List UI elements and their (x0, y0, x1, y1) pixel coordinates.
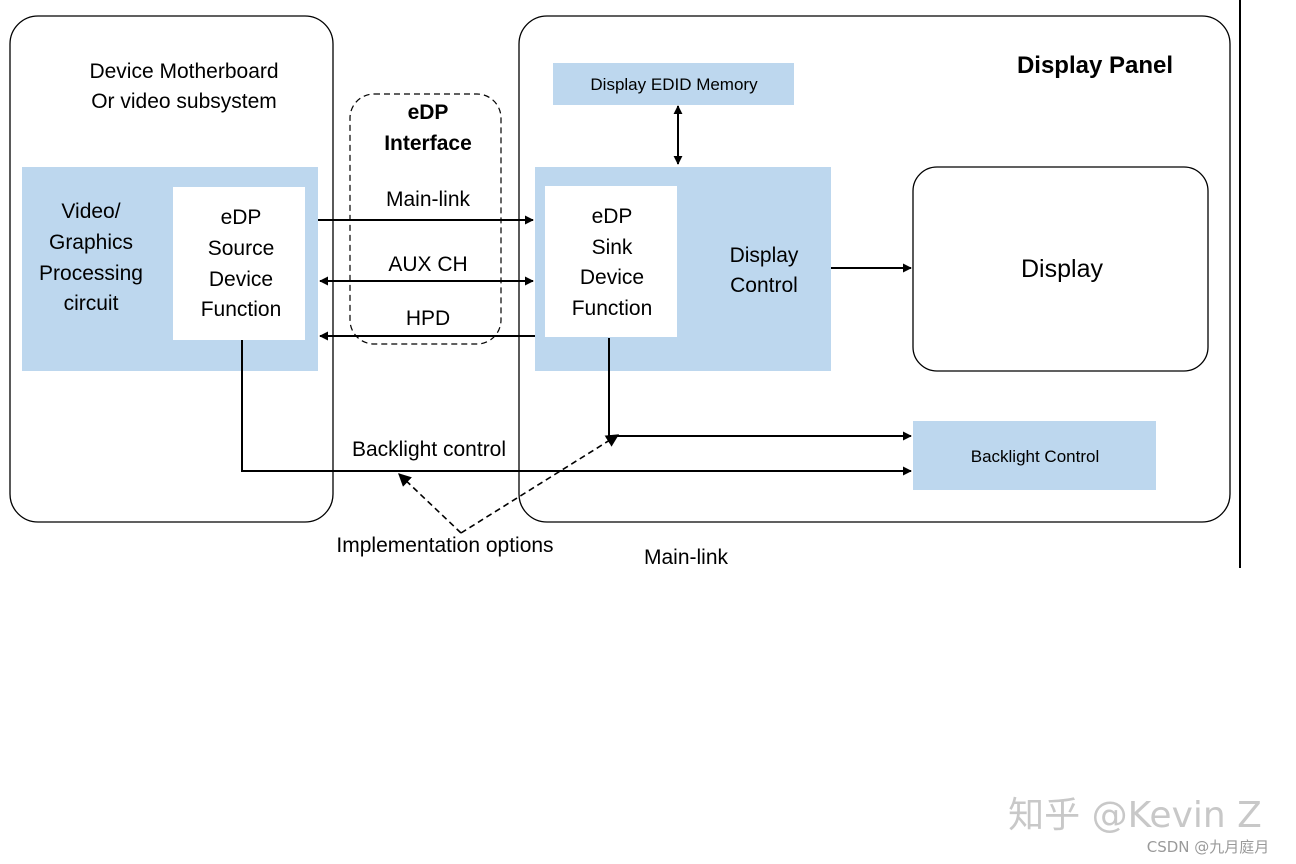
display-panel-title: Display Panel (1017, 52, 1173, 79)
video-block-line2: Graphics (49, 231, 133, 254)
display-block (912, 166, 1209, 372)
implementation-options-label: Implementation options (336, 534, 553, 557)
display-panel-container (518, 15, 1231, 523)
video-block-line3: Processing (39, 262, 143, 285)
video-block-line4: circuit (64, 292, 119, 315)
source-block-line2: Source (208, 237, 275, 260)
sink-block-line4: Function (572, 297, 653, 320)
display-control-line2: Control (730, 274, 798, 297)
source-block-line4: Function (201, 298, 282, 321)
video-block-line1: Video/ (61, 200, 120, 223)
edp-sink-block (545, 186, 677, 337)
edid-memory-label: Display EDID Memory (590, 75, 758, 94)
motherboard-title-line1: Device Motherboard (89, 60, 278, 83)
edp-source-block (173, 187, 305, 340)
display-control-line1: Display (730, 244, 799, 267)
watermark-sub: CSDN @九月庭月 (1147, 838, 1270, 856)
source-block-line3: Device (209, 268, 273, 291)
backlight-control-label: Backlight control (352, 438, 506, 461)
motherboard-container (9, 15, 334, 523)
backlight-control-block (913, 421, 1156, 490)
sink-block-line2: Sink (592, 236, 633, 259)
sink-block-line1: eDP (592, 205, 633, 228)
interface-title-line1: eDP (408, 101, 449, 124)
main-link-bottom-label: Main-link (644, 546, 729, 569)
implementation-arrow-left (398, 473, 462, 534)
hpd-label: HPD (406, 307, 450, 330)
source-block-line1: eDP (221, 206, 262, 229)
edid-memory-block (553, 63, 794, 105)
aux-ch-label: AUX CH (388, 253, 467, 276)
interface-title-line2: Interface (384, 132, 472, 155)
watermark-main: 知乎 @Kevin Z (1008, 795, 1262, 836)
backlight-control-block-label: Backlight Control (971, 447, 1100, 466)
sink-block-line3: Device (580, 266, 644, 289)
source-backlight-path (241, 340, 912, 476)
implementation-arrow-right (460, 434, 620, 534)
main-link-label: Main-link (386, 188, 471, 211)
motherboard-title-line2: Or video subsystem (91, 90, 277, 113)
display-label: Display (1021, 255, 1103, 283)
